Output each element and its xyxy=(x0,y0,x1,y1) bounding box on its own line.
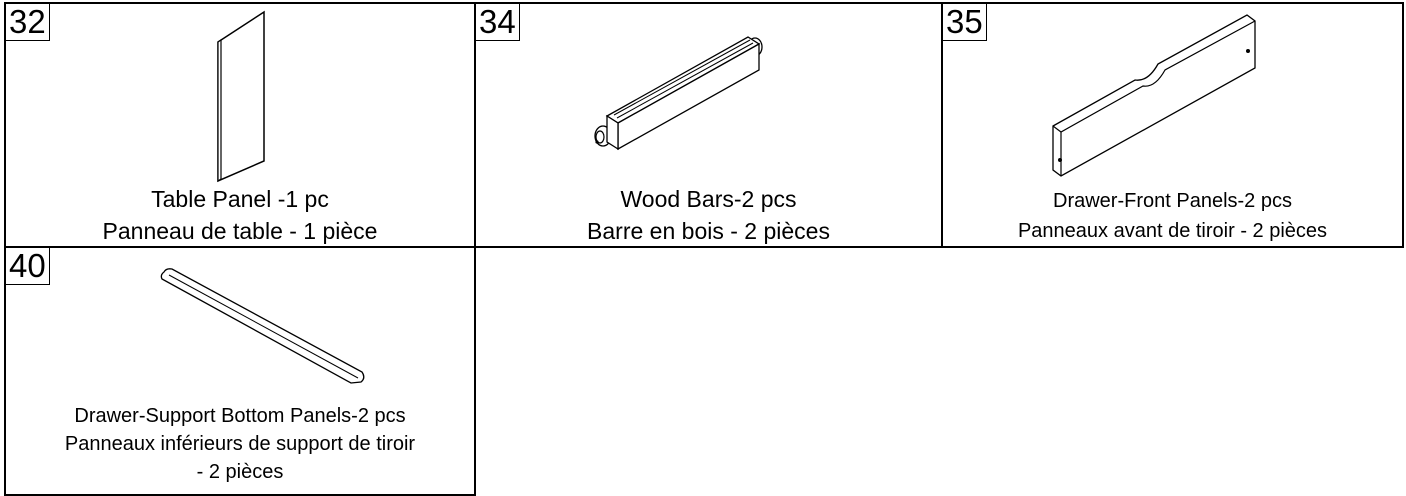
table-panel-illustration xyxy=(217,10,265,183)
drawer-support-bottom-panel-illustration xyxy=(160,268,365,384)
part-name-en: Wood Bars-2 pcs xyxy=(620,186,797,212)
part-number: 32 xyxy=(6,4,50,41)
part-name-en: Drawer-Support Bottom Panels-2 pcs xyxy=(74,405,406,427)
part-cell-32: 32 Table Panel -1 pc Panneau de table - … xyxy=(4,2,476,248)
drawer-front-panel-illustration xyxy=(1052,14,1256,177)
part-name-fr: Panneau de table - 1 pièce xyxy=(102,218,378,244)
part-name-fr: Panneaux avant de tiroir - 2 pièces xyxy=(1017,220,1328,242)
part-cell-35: 35 Drawer-Front Panels-2 pcs Panneaux av… xyxy=(941,2,1404,248)
part-cell-40: 40 Drawer-Support Bottom Panels-2 pcs Pa… xyxy=(4,246,476,496)
part-name-fr: Barre en bois - 2 pièces xyxy=(587,218,830,244)
wood-bar-illustration xyxy=(594,36,763,151)
part-number: 40 xyxy=(6,248,50,285)
part-number: 34 xyxy=(476,4,520,41)
part-name-en: Drawer-Front Panels-2 pcs xyxy=(1053,190,1292,212)
part-cell-34: 34 Wood Bars-2 pcs Barre en bois - 2 piè… xyxy=(474,2,943,248)
part-number: 35 xyxy=(943,4,987,41)
part-name-fr-cont: - 2 pièces xyxy=(196,461,284,483)
part-name-fr: Panneaux inférieurs de support de tiroir xyxy=(64,433,416,455)
part-name-en: Table Panel -1 pc xyxy=(151,186,329,212)
